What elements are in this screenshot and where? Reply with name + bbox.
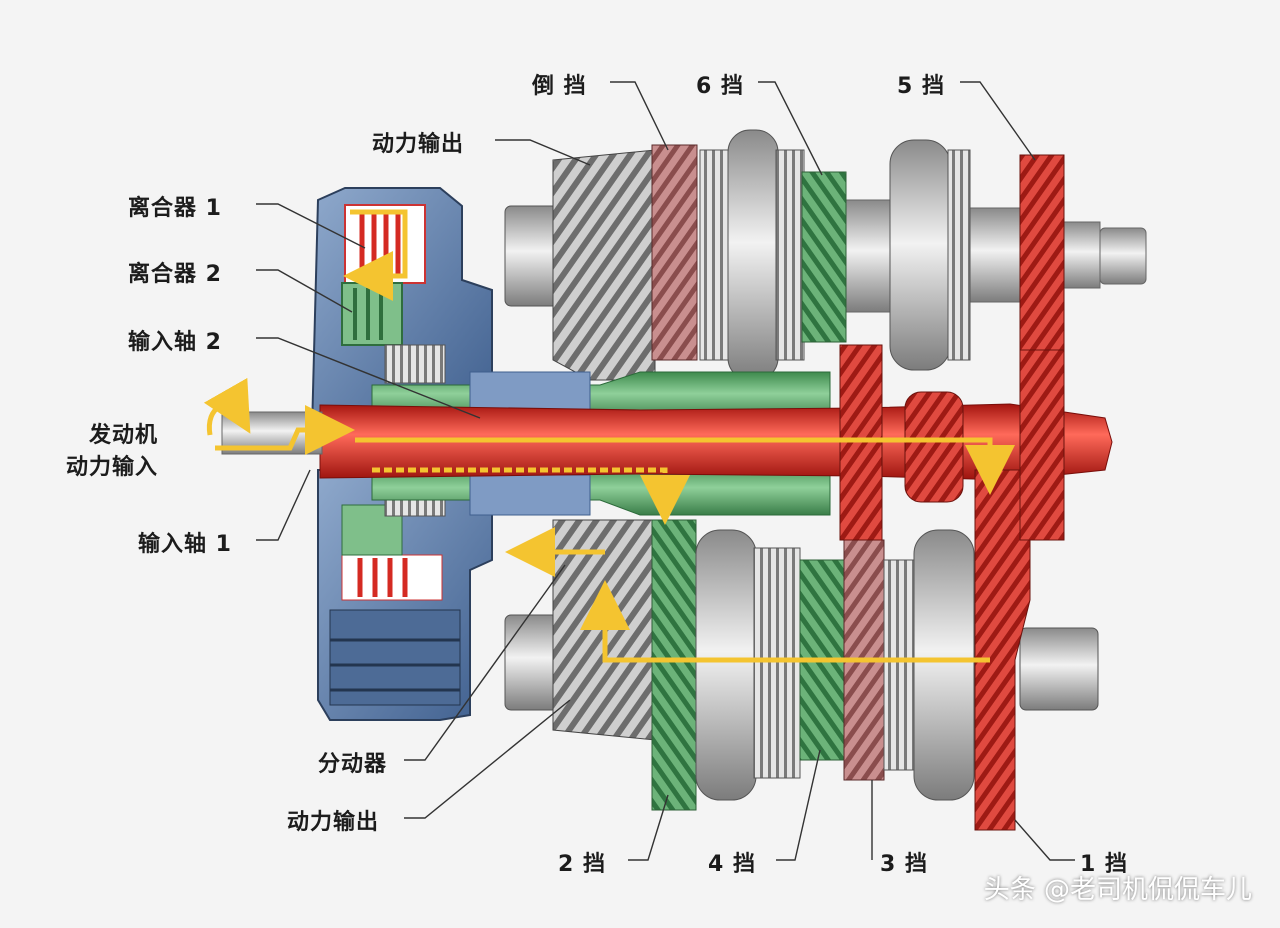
synchronizer-1-3 <box>883 529 975 801</box>
label-power-output-bottom: 动力输出 <box>287 810 380 835</box>
label-input-shaft-2: 输入轴 2 <box>128 330 222 355</box>
label-power-output-top: 动力输出 <box>372 132 465 157</box>
label-transfer-case: 分动器 <box>318 752 388 777</box>
label-reverse-gear: 倒 挡 <box>532 74 587 99</box>
label-gear-2: 2 挡 <box>558 852 606 877</box>
clutch-2 <box>341 282 403 346</box>
synchronizer-5 <box>889 139 971 371</box>
label-gear-1: 1 挡 <box>1080 852 1128 877</box>
label-clutch-1: 离合器 1 <box>128 196 222 221</box>
upper-output-gear <box>552 149 656 381</box>
label-engine-input: 发动机 动力输入 <box>66 423 159 480</box>
label-gear-3: 3 挡 <box>880 852 928 877</box>
leader-lines <box>256 81 1075 861</box>
gear5 <box>1019 154 1065 356</box>
label-gear-6: 6 挡 <box>696 74 744 99</box>
power-flow-arrows <box>203 209 1015 663</box>
watermark: 头条 @老司机侃侃车儿 <box>983 875 1252 905</box>
gear2 <box>651 519 697 811</box>
label-input-shaft-1: 输入轴 1 <box>138 532 232 557</box>
synchronizer-2-4 <box>695 529 801 801</box>
label-gear-4: 4 挡 <box>708 852 756 877</box>
reverse-gear <box>651 144 698 361</box>
label-clutch-2: 离合器 2 <box>128 262 222 287</box>
gear6 <box>801 171 847 343</box>
label-gear-5: 5 挡 <box>897 74 945 99</box>
synchronizer-6-reverse <box>699 129 805 381</box>
lower-output-shaft <box>504 614 1099 711</box>
